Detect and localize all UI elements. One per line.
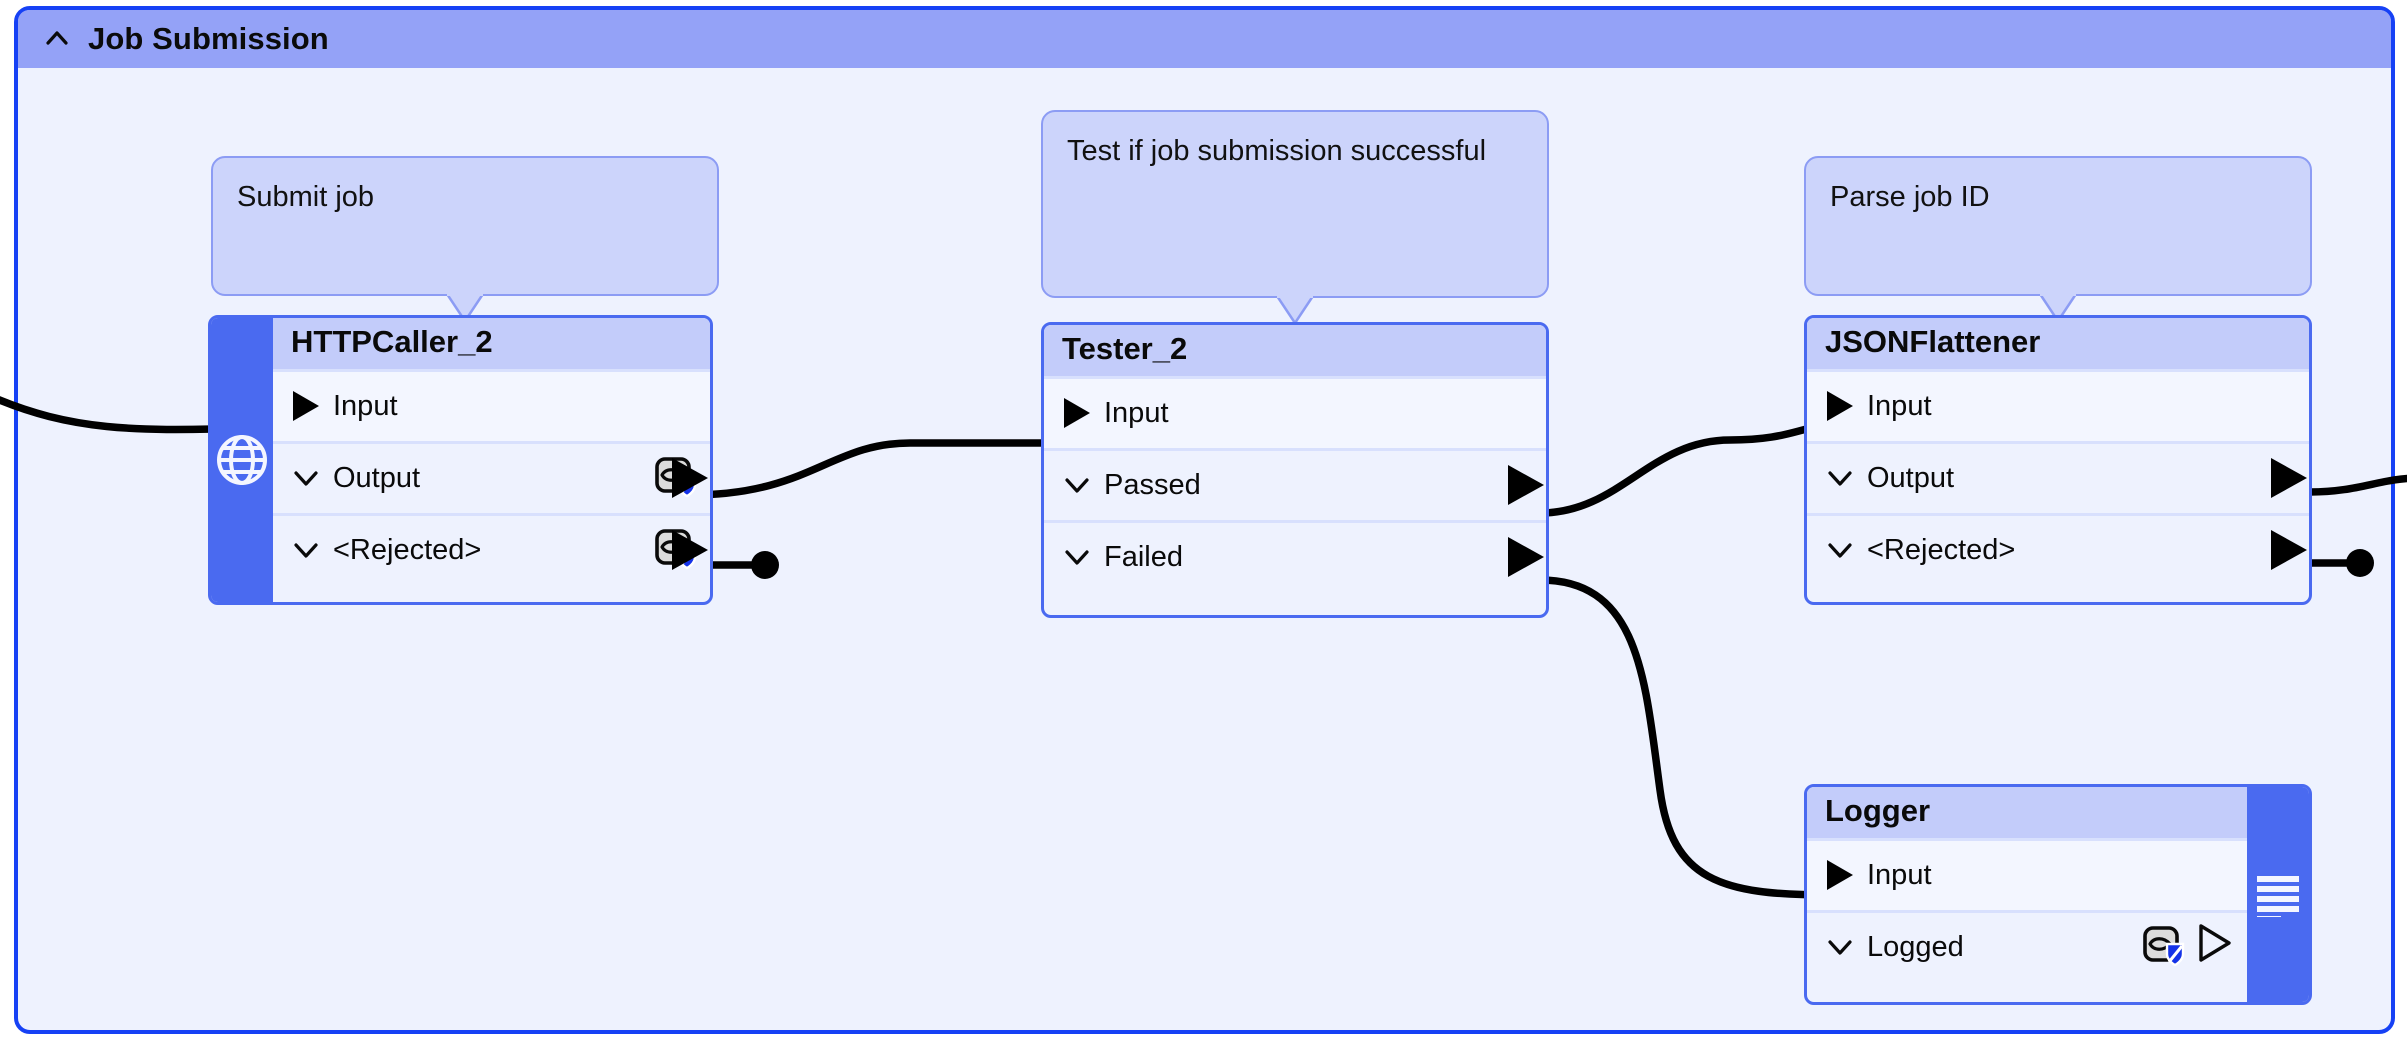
bookmark-title: Job Submission xyxy=(88,21,329,56)
port-rejected[interactable]: <Rejected> xyxy=(273,512,710,585)
chevron-down-icon[interactable] xyxy=(1825,535,1855,565)
node-logger[interactable]: Logger Input Logged xyxy=(1804,784,2312,1005)
port-label: Output xyxy=(1867,461,1955,494)
port-label: Input xyxy=(1104,396,1169,429)
filled-triangle-icon xyxy=(1825,858,1855,892)
hollow-triangle-icon[interactable] xyxy=(2195,921,2235,973)
port-failed[interactable]: Failed xyxy=(1044,519,1546,592)
filled-triangle-icon xyxy=(291,389,321,423)
chevron-down-icon[interactable] xyxy=(1825,932,1855,962)
globe-icon xyxy=(214,432,270,488)
comment-text: Test if job submission successful xyxy=(1067,135,1487,167)
node-httpcaller-2[interactable]: HTTPCaller_2 Input Output xyxy=(208,315,713,605)
filled-triangle-icon xyxy=(1825,389,1855,423)
chevron-down-icon[interactable] xyxy=(1825,463,1855,493)
watch-shield-icon[interactable] xyxy=(2142,925,2186,969)
chevron-down-icon[interactable] xyxy=(1062,542,1092,572)
port-logged[interactable]: Logged xyxy=(1807,909,2247,982)
port-label: <Rejected> xyxy=(1867,533,2016,566)
port-input[interactable]: Input xyxy=(1807,837,2247,910)
node-body: JSONFlattener Input Output xyxy=(1807,318,2309,602)
node-jsonflattener[interactable]: JSONFlattener Input Output xyxy=(1804,315,2312,605)
node-title: Tester_2 xyxy=(1044,325,1546,376)
comment-parse-job-id[interactable]: Parse job ID xyxy=(1804,156,2312,323)
filled-triangle-icon xyxy=(668,455,710,501)
port-label: Input xyxy=(1867,858,1932,891)
port-label: Input xyxy=(333,389,398,422)
port-input[interactable]: Input xyxy=(1807,368,2309,441)
node-body: HTTPCaller_2 Input Output xyxy=(273,318,710,602)
comment-text: Parse job ID xyxy=(1830,181,1990,213)
node-title: Logger xyxy=(1807,787,2247,838)
log-lines-icon xyxy=(2254,873,2302,917)
node-title: JSONFlattener xyxy=(1807,318,2309,369)
port-label: Input xyxy=(1867,389,1932,422)
chevron-down-icon[interactable] xyxy=(1062,470,1092,500)
node-strip xyxy=(211,318,273,602)
filled-triangle-icon xyxy=(1504,462,1546,508)
port-label: Output xyxy=(333,461,421,494)
filled-triangle-icon xyxy=(1504,534,1546,580)
port-label: Failed xyxy=(1104,540,1183,573)
chevron-up-icon[interactable] xyxy=(44,26,70,52)
node-strip xyxy=(2247,787,2309,1002)
port-output[interactable]: Output xyxy=(273,440,710,513)
port-badges xyxy=(2142,921,2247,973)
port-passed[interactable]: Passed xyxy=(1044,447,1546,520)
comment-test-if-job[interactable]: Test if job submission successful xyxy=(1041,110,1549,325)
bookmark-header[interactable]: Job Submission xyxy=(18,10,2391,68)
filled-triangle-icon xyxy=(1062,396,1092,430)
port-input[interactable]: Input xyxy=(273,368,710,441)
chevron-down-icon[interactable] xyxy=(291,535,321,565)
port-label: <Rejected> xyxy=(333,533,482,566)
filled-triangle-icon xyxy=(668,527,710,573)
comment-submit-job[interactable]: Submit job xyxy=(211,156,719,323)
comment-text: Submit job xyxy=(237,181,375,213)
port-output[interactable]: Output xyxy=(1807,440,2309,513)
node-tester-2[interactable]: Tester_2 Input Passed xyxy=(1041,322,1549,618)
comment-tail-icon xyxy=(1276,295,1314,325)
node-body: Tester_2 Input Passed xyxy=(1044,325,1546,615)
port-label: Passed xyxy=(1104,468,1201,501)
port-rejected[interactable]: <Rejected> xyxy=(1807,512,2309,585)
filled-triangle-icon xyxy=(2267,527,2309,573)
node-body: Logger Input Logged xyxy=(1807,787,2247,1002)
port-input[interactable]: Input xyxy=(1044,375,1546,448)
node-title: HTTPCaller_2 xyxy=(273,318,710,369)
port-label: Logged xyxy=(1867,930,1964,963)
chevron-down-icon[interactable] xyxy=(291,463,321,493)
filled-triangle-icon xyxy=(2267,455,2309,501)
